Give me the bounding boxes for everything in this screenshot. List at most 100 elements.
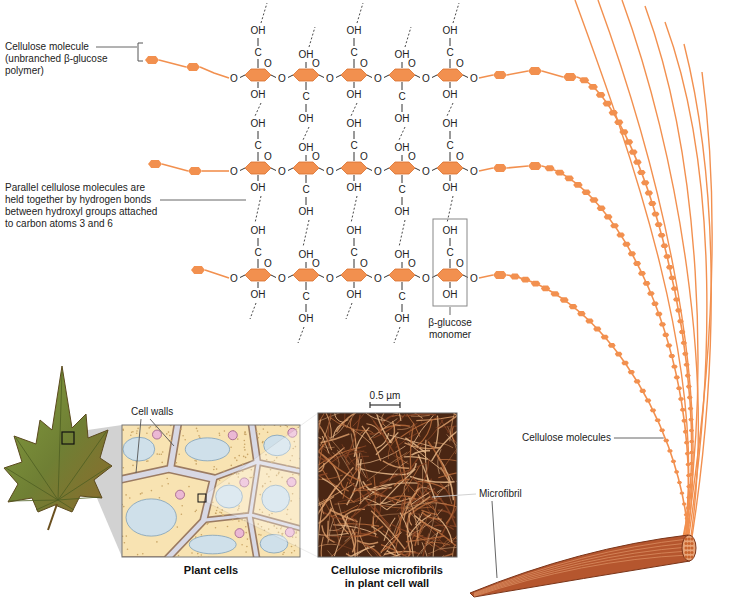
- glucose-ring-small: [191, 266, 205, 274]
- glycosidic-bond: [367, 168, 372, 171]
- glucose-ring-small: [655, 418, 661, 422]
- cytoplasm-dot: [130, 435, 132, 437]
- glucose-ring: [293, 69, 319, 81]
- glucose-ring: [389, 162, 415, 174]
- fibril: [415, 524, 424, 546]
- molecule-end: [685, 556, 688, 559]
- bond: [258, 131, 259, 139]
- bond: [402, 62, 403, 68]
- fibril: [351, 516, 361, 534]
- cytoplasm-dot: [215, 527, 217, 529]
- hydrogen-bond: [303, 127, 309, 140]
- bond: [258, 175, 259, 181]
- cytoplasm-dot: [227, 526, 229, 528]
- glucose-ring-small: [573, 182, 583, 188]
- bond: [450, 82, 451, 88]
- glycosidic-bond: [415, 75, 420, 78]
- hydrogen-bond: [453, 3, 459, 23]
- glucose-ring: [389, 269, 415, 281]
- molecule-end: [688, 547, 691, 550]
- atom-label: C: [446, 140, 453, 152]
- glucose-ring-small: [624, 139, 633, 144]
- atom-label: C: [254, 140, 261, 152]
- bond: [402, 155, 403, 161]
- leaf: [4, 366, 112, 512]
- cytoplasm-dot: [177, 526, 179, 528]
- fibril: [402, 511, 444, 528]
- fibril: [347, 413, 370, 428]
- cytoplasm-dot: [123, 506, 125, 508]
- nucleus: [228, 431, 237, 440]
- fibril: [426, 503, 436, 546]
- glycosidic-bond: [336, 168, 341, 171]
- callout-label: Cell walls: [131, 406, 173, 418]
- cellulose-molecule-line: [683, 72, 712, 558]
- nucleus: [152, 430, 161, 439]
- glucose-ring-small: [521, 277, 531, 283]
- glucose-ring: [293, 269, 319, 281]
- cytoplasm-dot: [131, 431, 133, 433]
- fibril: [439, 547, 457, 549]
- glucose-ring-small: [608, 343, 616, 348]
- glucose-ring-small: [629, 149, 638, 154]
- plant-cell: [122, 425, 175, 477]
- leader-line: [492, 501, 497, 578]
- bond: [306, 62, 307, 68]
- fibril: [400, 545, 413, 558]
- atom-label: OH: [347, 118, 362, 130]
- cytoplasm-dot: [140, 493, 142, 495]
- microfibril-end: [682, 535, 696, 561]
- glucose-ring-small: [643, 281, 651, 286]
- fibril: [345, 456, 351, 474]
- glucose-ring-small: [603, 101, 613, 107]
- atom-label: O: [422, 166, 430, 178]
- atom-label: C: [398, 91, 405, 103]
- glucose-ring-small: [655, 222, 663, 227]
- fibril: [416, 419, 443, 450]
- plant-cell: [170, 518, 254, 557]
- fibril: [323, 499, 339, 545]
- fibril: [335, 413, 344, 422]
- glucose-ring-small: [671, 287, 678, 291]
- scale-bar: [399, 402, 400, 408]
- glucose-ring-small: [582, 189, 591, 195]
- fibril: [438, 456, 454, 501]
- glucose-ring-small: [596, 92, 606, 98]
- glucose-ring-small: [677, 319, 684, 323]
- glucose-ring-small: [186, 63, 200, 71]
- cytoplasm-dot: [142, 553, 144, 555]
- atom-label: C: [446, 247, 453, 259]
- atom-label: O: [470, 273, 478, 285]
- cytoplasm-dot: [162, 451, 164, 453]
- glucose-ring-small: [528, 162, 542, 170]
- chain-bond: [507, 71, 528, 75]
- hydrogen-bond: [351, 103, 357, 116]
- cytoplasm-dot: [247, 454, 249, 456]
- atom-label: O: [374, 166, 382, 178]
- fibril: [333, 453, 339, 468]
- leader-line: [160, 200, 246, 201]
- atom-label: O: [374, 273, 382, 285]
- cytoplasm-dot: [219, 511, 221, 513]
- chain-bond: [479, 275, 493, 278]
- fibril: [374, 506, 391, 530]
- atom-label: OH: [443, 118, 458, 130]
- bond: [450, 38, 451, 46]
- cytoplasm-dot: [238, 520, 240, 522]
- cytoplasm-dot: [156, 453, 158, 455]
- cytoplasm-dot: [181, 514, 183, 516]
- fibril: [440, 419, 457, 455]
- leader-line: [432, 494, 476, 497]
- fibril: [409, 423, 417, 435]
- cytoplasm-dot: [196, 509, 198, 511]
- glucose-ring-small: [663, 439, 669, 443]
- glucose-ring-small: [493, 271, 507, 279]
- glucose-ring-small: [577, 311, 586, 316]
- fibril: [418, 459, 429, 494]
- cytoplasm-dot: [188, 486, 190, 488]
- glycosidic-bond: [336, 275, 341, 278]
- glucose-ring-small: [585, 319, 593, 324]
- fibril: [448, 427, 457, 455]
- cytoplasm-dot: [151, 490, 153, 492]
- glucose-ring-small: [650, 408, 656, 412]
